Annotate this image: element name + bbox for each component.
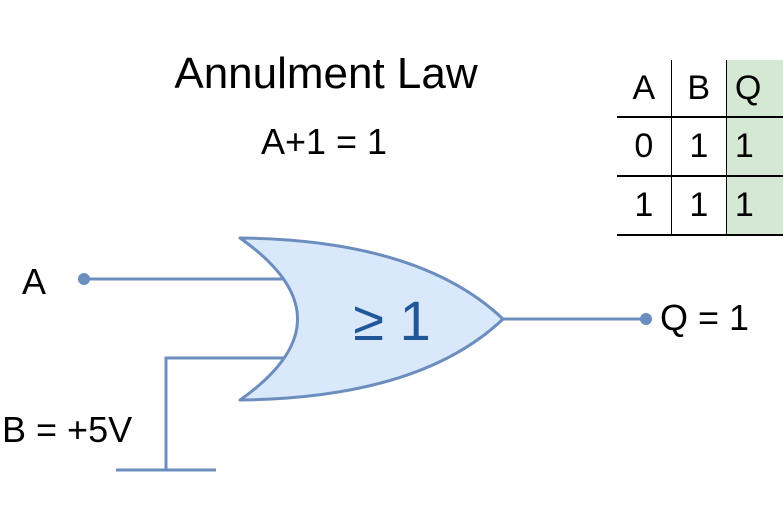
truth-table-cell-b: 1 bbox=[671, 176, 727, 236]
truth-table: A B Q 0 1 1 1 1 1 bbox=[617, 60, 783, 236]
truth-table-cell-a: 0 bbox=[617, 117, 672, 177]
input-a-label: A bbox=[22, 261, 47, 302]
truth-table-cell-q: 1 bbox=[726, 176, 783, 236]
input-a-terminal bbox=[78, 273, 90, 285]
input-b-label: B = +5V bbox=[2, 409, 133, 450]
output-q-label: Q = 1 bbox=[660, 297, 750, 338]
truth-table-cell-b: 1 bbox=[671, 117, 727, 177]
truth-table-cell-q: 1 bbox=[726, 117, 783, 177]
truth-table-cell-a: 1 bbox=[617, 176, 672, 236]
input-b-wire bbox=[164, 356, 290, 470]
gate-symbol: ≥ 1 bbox=[353, 289, 431, 352]
page-title: Annulment Law bbox=[174, 49, 478, 98]
or-gate-body bbox=[238, 236, 505, 402]
truth-table-row: 1 1 1 bbox=[617, 176, 783, 236]
output-q-terminal bbox=[640, 313, 652, 325]
truth-table-row: 0 1 1 bbox=[617, 117, 783, 177]
truth-table-header-b: B bbox=[671, 60, 727, 118]
truth-table-header-q: Q bbox=[726, 60, 783, 118]
truth-table-header-row: A B Q bbox=[617, 60, 783, 118]
equation: A+1 = 1 bbox=[260, 121, 388, 162]
truth-table-header-a: A bbox=[617, 60, 672, 118]
